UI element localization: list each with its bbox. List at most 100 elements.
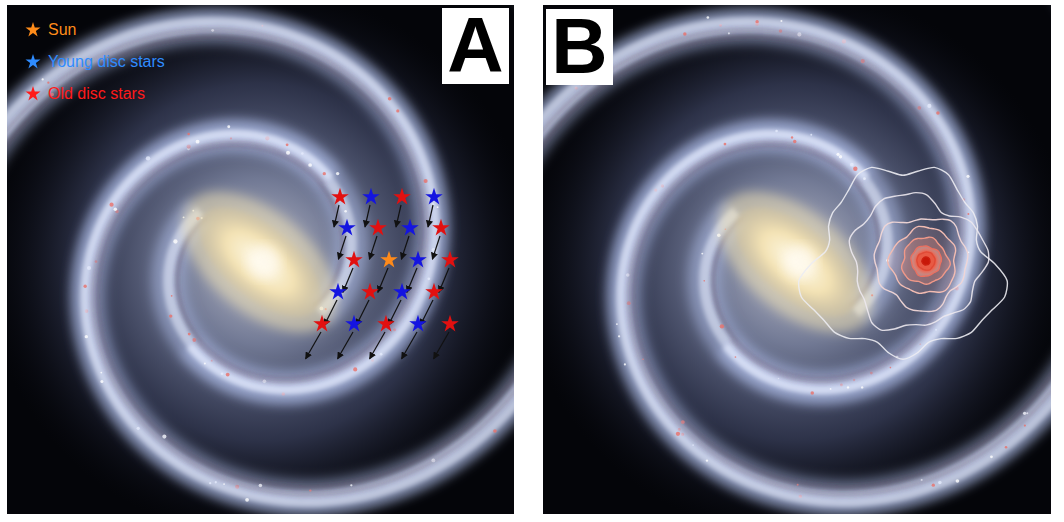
star-cluster xyxy=(42,78,44,80)
star-cluster xyxy=(853,167,857,171)
velocity-arrow xyxy=(343,268,353,292)
galactic-bar xyxy=(180,187,340,337)
star-cluster xyxy=(956,479,960,483)
spiral-arm-core xyxy=(7,5,514,503)
star-cluster xyxy=(188,333,191,336)
star-cluster xyxy=(396,109,399,112)
star-cluster xyxy=(1005,446,1008,449)
legend-swatch xyxy=(24,53,42,71)
star-cluster xyxy=(735,356,737,358)
disc-star-marker xyxy=(369,219,386,236)
density-contour xyxy=(922,257,930,265)
star-cluster xyxy=(861,386,863,388)
disc-star-marker xyxy=(329,283,346,300)
star-cluster xyxy=(323,172,326,175)
galactic-centre xyxy=(784,246,816,278)
legend-star xyxy=(25,22,40,36)
star-cluster xyxy=(336,172,339,175)
disc-star-marker xyxy=(345,251,362,268)
disc-star-marker xyxy=(425,283,442,300)
star-cluster xyxy=(350,484,352,486)
star-cluster xyxy=(830,388,832,390)
density-contour xyxy=(849,193,988,331)
legend-entry: Sun xyxy=(24,14,165,46)
sun-marker xyxy=(380,251,397,268)
disc-star-marker xyxy=(432,219,449,236)
star-cluster xyxy=(114,207,117,210)
star-cluster xyxy=(100,372,102,374)
density-contour xyxy=(911,246,942,276)
star-cluster xyxy=(797,484,799,486)
density-contour xyxy=(902,237,951,284)
legend-text: Sun xyxy=(48,21,76,39)
velocity-arrow xyxy=(369,236,377,259)
velocity-arrow xyxy=(370,332,385,359)
bulge-glow xyxy=(157,165,362,360)
star-cluster xyxy=(85,335,88,338)
disc-star-marker xyxy=(362,188,379,205)
legend: SunYoung disc starsOld disc stars xyxy=(24,14,165,110)
star-cluster xyxy=(780,20,782,22)
galaxy xyxy=(543,5,1051,514)
star-cluster xyxy=(847,386,849,388)
disc-star-marker xyxy=(331,188,348,205)
legend-swatch xyxy=(24,21,42,39)
velocity-arrow xyxy=(428,205,433,227)
star-cluster xyxy=(227,125,230,128)
star-cluster xyxy=(616,323,618,325)
velocity-arrow xyxy=(338,332,353,359)
star-cluster xyxy=(706,459,708,461)
star-cluster xyxy=(204,362,206,364)
disc-star-marker xyxy=(361,283,378,300)
star-cluster xyxy=(353,367,357,371)
disc-star-marker xyxy=(425,188,442,205)
star-cluster xyxy=(169,314,172,317)
dust-lane xyxy=(543,36,958,463)
disc-star-marker xyxy=(338,219,355,236)
density-contour xyxy=(799,167,1008,359)
star-cluster xyxy=(344,210,347,213)
disc-star-marker xyxy=(393,283,410,300)
dust-lane xyxy=(7,36,422,463)
star-cluster xyxy=(47,82,49,84)
star-cluster xyxy=(990,455,993,458)
velocity-arrow xyxy=(338,236,346,259)
star-cluster xyxy=(936,111,939,114)
star-cluster xyxy=(424,179,428,183)
velocity-arrow xyxy=(378,268,388,292)
star-cluster xyxy=(171,295,173,297)
velocity-arrow xyxy=(439,268,449,292)
star-cluster xyxy=(683,32,686,35)
dust-lane xyxy=(543,5,1051,495)
density-contour xyxy=(874,219,968,312)
star-cluster xyxy=(187,133,190,136)
disc-star-marker xyxy=(393,188,410,205)
disc-star-marker xyxy=(377,315,394,332)
star-cluster xyxy=(755,20,758,23)
velocity-arrow xyxy=(432,236,440,259)
star-cluster xyxy=(701,253,703,255)
velocity-arrow xyxy=(401,236,409,259)
star-cluster xyxy=(493,429,497,433)
panel-label-box: A xyxy=(442,8,509,84)
density-contour xyxy=(888,226,956,293)
star-cluster xyxy=(109,203,113,207)
star-cluster xyxy=(890,367,892,369)
star-cluster xyxy=(720,324,724,328)
velocity-arrow xyxy=(434,332,449,359)
disc-star-marker xyxy=(409,315,426,332)
star-cluster xyxy=(437,206,439,208)
star-cluster xyxy=(388,97,392,101)
legend-star xyxy=(25,54,40,68)
panel-letter: A xyxy=(447,10,503,82)
star-cluster xyxy=(196,140,200,144)
star-cluster xyxy=(83,285,86,288)
legend-swatch xyxy=(24,85,42,103)
panel-label-box: B xyxy=(546,9,613,85)
star-cluster xyxy=(707,16,710,19)
star-cluster xyxy=(624,363,626,365)
velocity-arrow xyxy=(402,332,417,359)
star-cluster xyxy=(286,143,289,146)
